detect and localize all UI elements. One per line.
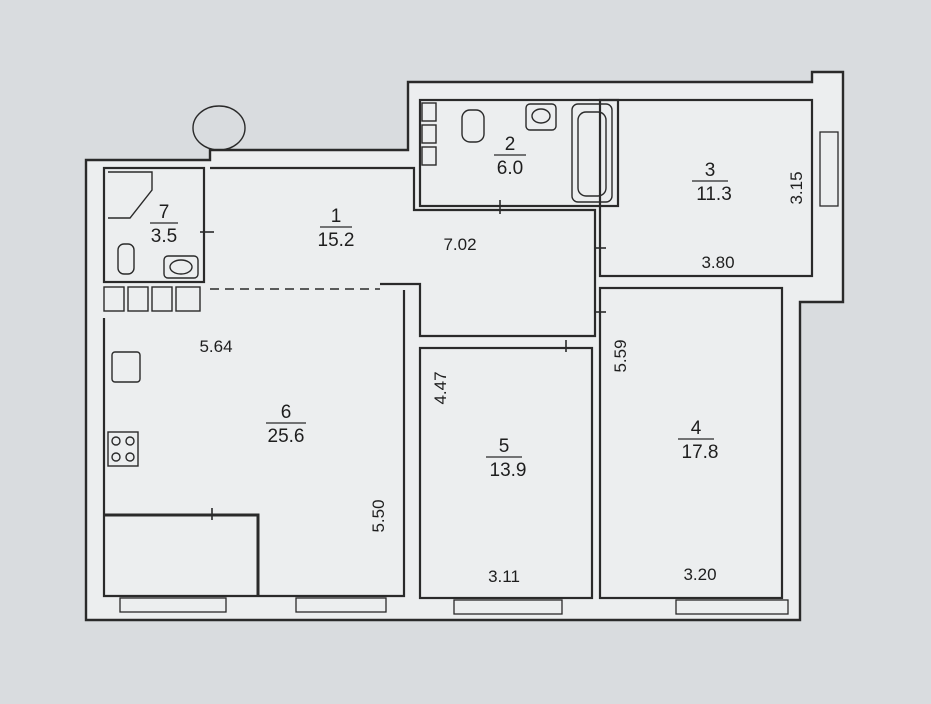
room-6-window-right [295,597,387,613]
toilet-icon [117,243,135,275]
dim-room3-width: 3.80 [701,253,734,272]
svg-text:6.0: 6.0 [497,158,523,179]
svg-text:13.9: 13.9 [490,460,527,481]
svg-text:7: 7 [159,202,170,223]
svg-text:6: 6 [281,402,292,423]
svg-text:3.5: 3.5 [151,226,177,247]
room-2-label: 2 6.0 [494,134,526,179]
room-3-window [819,131,839,207]
room-4-window [675,599,789,615]
bathtub-inner [577,111,607,197]
shower-corner [108,171,153,219]
svg-text:1: 1 [331,206,342,227]
room-3-outline [598,98,814,278]
room-3-label: 3 11.3 [692,160,732,205]
dim-room4-width: 3.20 [683,565,716,584]
sink-2-icon [525,103,557,131]
toilet-2-icon [461,109,485,143]
room-5-label: 5 13.9 [486,436,526,481]
stove-burners [111,436,135,462]
plan-outline [84,70,845,622]
room-4-outline [598,286,784,600]
dim-room3-depth: 3.15 [787,171,806,204]
room-1-label: 1 15.2 [318,206,355,251]
room-6-label: 6 25.6 [266,402,306,447]
room-5-outline [418,346,594,600]
dim-corridor-length: 7.02 [443,235,476,254]
shelf-row [421,102,437,166]
svg-text:2: 2 [505,134,516,155]
svg-text:25.6: 25.6 [268,426,305,447]
bathtub-icon [571,103,613,203]
cabinet-row [103,286,201,312]
svg-text:11.3: 11.3 [696,184,732,205]
dim-room5-width: 3.11 [488,567,520,586]
room-4-label: 4 17.8 [678,418,718,463]
dim-room6-depth: 5.50 [369,499,388,532]
svg-text:17.8: 17.8 [682,442,719,463]
sink-bowl [169,259,193,275]
dim-room6-width: 5.64 [199,337,232,356]
room-6-window-left [119,597,227,613]
dim-room4-depth: 5.59 [611,339,630,372]
room-7-outline [102,166,206,284]
svg-text:15.2: 15.2 [318,230,355,251]
room-2-outline [418,98,620,208]
sink-icon [163,255,199,279]
stove-icon [107,431,139,467]
room-1-outline [210,166,597,338]
room-6-outline [102,290,406,598]
room-5-window [453,599,563,615]
kitchen-counter [104,513,260,596]
kitchen-sink-icon [111,351,141,383]
sink-2-bowl [531,108,551,124]
plant-icon [192,105,246,151]
svg-text:4: 4 [691,418,702,439]
door-marks [200,200,606,520]
svg-text:3: 3 [705,160,716,181]
room-7-label: 7 3.5 [150,202,178,247]
dim-room5-depth: 4.47 [431,371,450,404]
svg-text:5: 5 [499,436,510,457]
